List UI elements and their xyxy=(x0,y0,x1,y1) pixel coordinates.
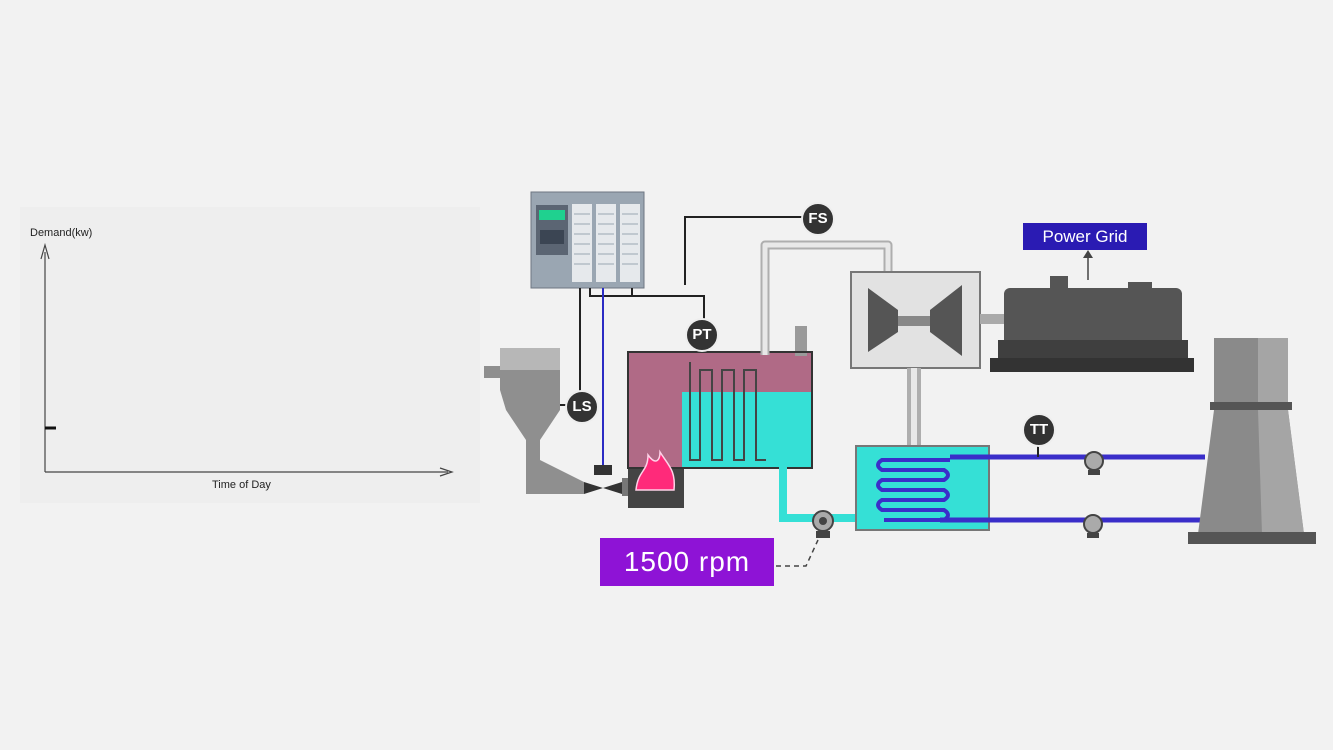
y-axis-label: Demand(kw) xyxy=(30,227,93,239)
cooling-pump-bottom xyxy=(1083,514,1103,538)
pump-speed-badge: 1500 rpm xyxy=(600,538,774,586)
flame-icon xyxy=(635,449,676,491)
water-return-line xyxy=(779,466,856,522)
steam-line xyxy=(760,240,893,355)
x-axis-arrow xyxy=(439,467,454,477)
y-axis-arrow xyxy=(40,242,50,260)
rpm-callout xyxy=(776,539,819,567)
condenser-pump xyxy=(812,510,834,538)
pressure-transmitter-tag[interactable]: PT xyxy=(685,318,719,352)
demand-chart: Demand(kw) Time of Day xyxy=(20,207,480,503)
level-switch-tag[interactable]: LS xyxy=(565,390,599,424)
feed-valve xyxy=(584,465,630,496)
signal-wires xyxy=(579,216,805,465)
fuel-hopper xyxy=(484,348,584,494)
cooling-tower xyxy=(1188,338,1316,544)
plc-controller xyxy=(530,191,645,289)
condenser xyxy=(855,445,990,531)
exhaust-line xyxy=(907,368,921,448)
power-grid-label: Power Grid xyxy=(1023,223,1147,250)
grid-arrow-head xyxy=(1083,250,1093,258)
temperature-transmitter-tag[interactable]: TT xyxy=(1022,413,1056,447)
chart-plot-area xyxy=(40,242,454,477)
x-axis-label: Time of Day xyxy=(212,479,271,491)
generator xyxy=(990,276,1194,372)
flow-switch-tag[interactable]: FS xyxy=(801,202,835,236)
turbine xyxy=(850,271,1004,369)
boiler xyxy=(627,326,813,508)
cooling-pump-top xyxy=(1084,451,1104,475)
